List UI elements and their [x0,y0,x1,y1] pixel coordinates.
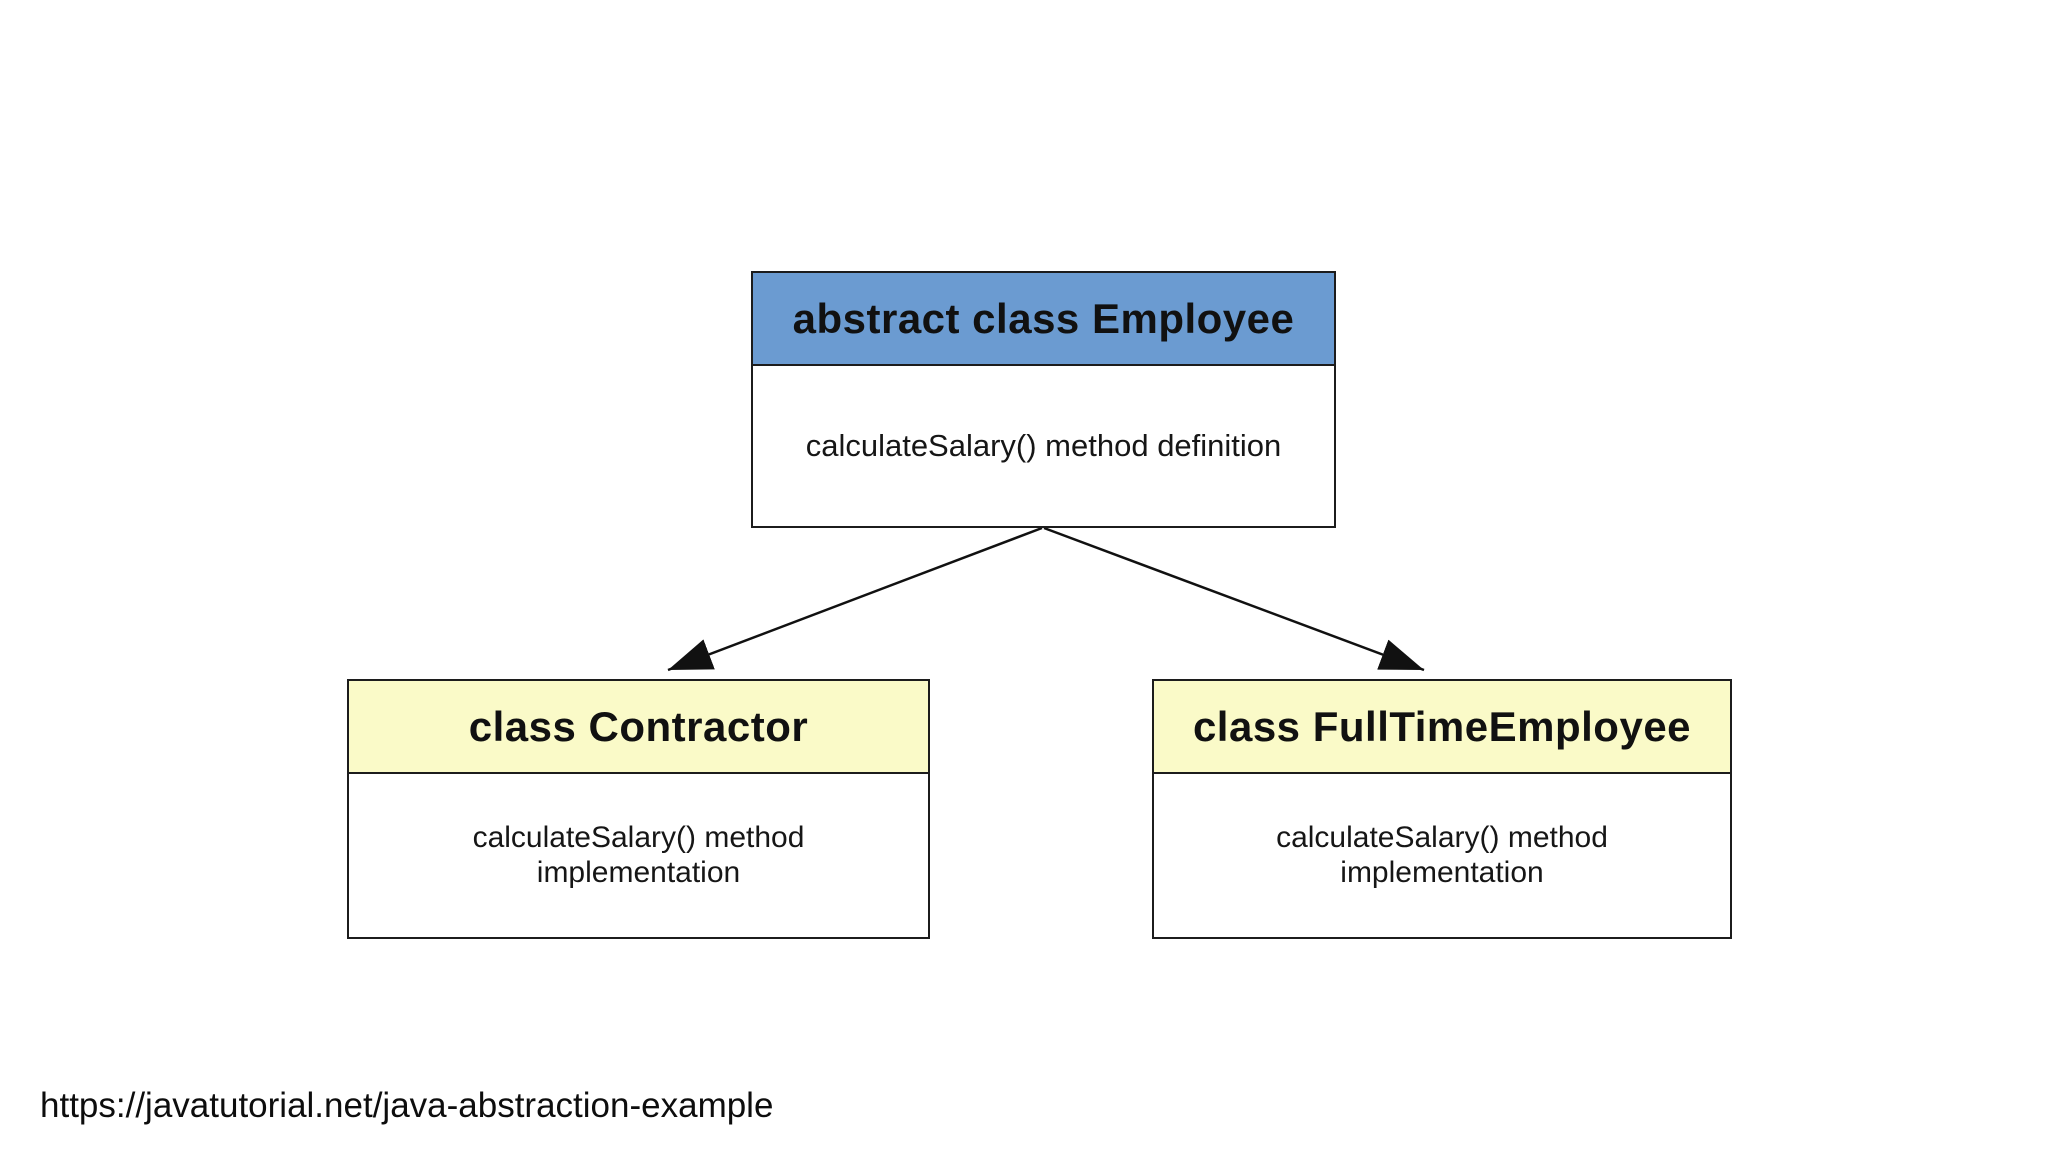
arrow-to-contractor [667,526,1043,672]
arrow-to-fulltimeemployee [1043,526,1425,672]
class-box-employee-body-text: calculateSalary() method definition [805,428,1282,464]
class-box-contractor-header: class Contractor [349,681,928,774]
source-url-caption: https://javatutorial.net/java-abstractio… [40,1086,774,1125]
class-box-employee-title: abstract class Employee [792,294,1295,342]
class-box-contractor-body: calculateSalary() method implementation [349,774,928,937]
class-box-employee: abstract class Employee calculateSalary(… [751,271,1336,528]
class-box-contractor-title: class Contractor [468,702,809,750]
class-box-employee-header: abstract class Employee [753,273,1334,366]
class-box-fulltimeemployee: class FullTimeEmployee calculateSalary()… [1152,679,1732,939]
class-box-fulltimeemployee-body: calculateSalary() method implementation [1154,774,1730,937]
class-box-contractor-body-text: calculateSalary() method implementation [472,821,805,889]
class-box-fulltimeemployee-body-text: calculateSalary() method implementation [1276,821,1608,889]
class-box-fulltimeemployee-header: class FullTimeEmployee [1154,681,1730,774]
class-box-fulltimeemployee-title: class FullTimeEmployee [1192,702,1692,750]
class-box-contractor: class Contractor calculateSalary() metho… [347,679,930,939]
class-box-employee-body: calculateSalary() method definition [753,366,1334,526]
